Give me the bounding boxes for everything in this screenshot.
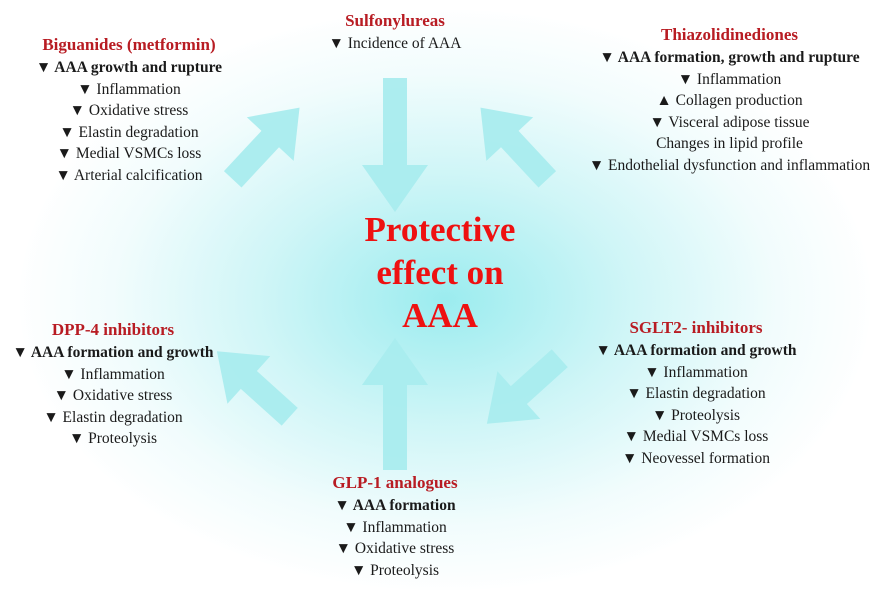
effect-item: ▼ AAA growth and rupture	[35, 59, 223, 76]
group-glp1: GLP-1 analogues ▼ AAA formation ▼ Inflam…	[290, 473, 500, 581]
center-label-line: Protective	[364, 210, 516, 249]
effect-item: ▼ Inflammation	[677, 70, 782, 88]
group-sglt2: SGLT2- inhibitors ▼ AAA formation and gr…	[578, 318, 814, 469]
effect-item: ▼ Medial VSMCs loss	[623, 428, 769, 445]
group-title: DPP-4 inhibitors	[51, 320, 175, 339]
effect-item: ▼ AAA formation and growth	[12, 344, 214, 361]
effect-item: ▼ AAA formation, growth and rupture	[599, 49, 860, 66]
center-label: Protective effect on AAA	[290, 208, 590, 337]
arrow-from-biguanides	[223, 107, 300, 188]
effect-item: ▼ Neovessel formation	[622, 449, 770, 467]
arrow-from-sulfonylureas	[362, 78, 428, 212]
effect-item: ▼ Inflammation	[644, 363, 748, 381]
effect-item: Changes in lipid profile	[656, 135, 803, 152]
center-label-line: AAA	[402, 296, 478, 335]
arrow-from-dpp4	[216, 351, 298, 426]
background-glow	[20, 10, 870, 590]
group-dpp4: DPP-4 inhibitors ▼ AAA formation and gro…	[0, 320, 226, 450]
effect-item: ▼ Endothelial dysfunction and inflammati…	[588, 156, 871, 174]
effect-item: ▼ Proteolysis	[651, 406, 741, 424]
effect-item: ▼ Elastin degradation	[59, 123, 199, 141]
group-title: Sulfonylureas	[345, 11, 445, 30]
effect-item: ▼ Visceral adipose tissue	[649, 113, 810, 131]
group-title: Biguanides (metformin)	[42, 35, 216, 54]
group-thiazolidinediones: Thiazolidinediones ▼ AAA formation, grow…	[568, 25, 891, 176]
arrow-from-thiazolidinediones	[480, 107, 557, 188]
arrow-from-glp1	[362, 338, 428, 470]
effect-item: ▼ Inflammation	[77, 80, 181, 98]
effect-item: ▲ Collagen production	[656, 92, 803, 109]
effect-item: ▼ Proteolysis	[68, 430, 158, 447]
arrow-from-sglt2	[486, 349, 568, 424]
group-title: Thiazolidinediones	[661, 25, 798, 44]
effect-item: ▼ Inflammation	[61, 365, 165, 383]
group-title: SGLT2- inhibitors	[629, 318, 763, 337]
group-biguanides: Biguanides (metformin) ▼ AAA growth and …	[0, 35, 258, 186]
group-sulfonylureas: Sulfonylureas ▼ Incidence of AAA	[295, 11, 495, 55]
effect-item: ▼ AAA formation	[334, 497, 456, 514]
effect-item: ▼ Inflammation	[343, 518, 447, 536]
effect-item: ▼ Elastin degradation	[43, 408, 183, 426]
effect-item: ▼ Elastin degradation	[626, 385, 766, 402]
group-title: GLP-1 analogues	[332, 473, 458, 492]
effect-item: ▼ Incidence of AAA	[328, 35, 462, 52]
effect-item: ▼ Proteolysis	[350, 561, 440, 579]
effect-item: ▼ Oxidative stress	[335, 540, 455, 557]
effect-item: ▼ Arterial calcification	[55, 166, 203, 184]
effect-item: ▼ Oxidative stress	[69, 102, 189, 119]
effect-item: ▼ AAA formation and growth	[595, 342, 797, 359]
effect-item: ▼ Medial VSMCs loss	[56, 145, 202, 162]
effect-item: ▼ Oxidative stress	[53, 387, 173, 404]
center-label-line: effect on	[376, 253, 504, 292]
